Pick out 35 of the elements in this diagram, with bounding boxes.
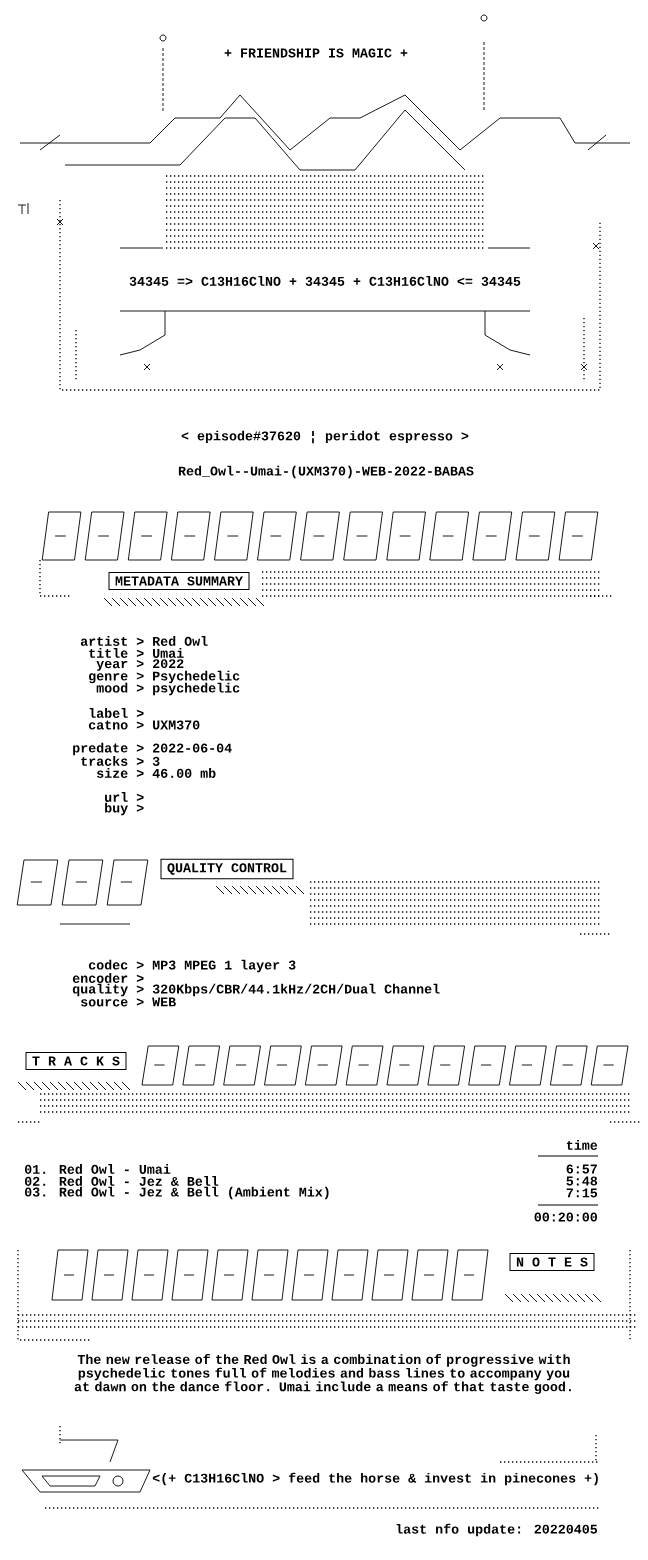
metadata-line: quality > 320Kbps/CBR/44.1kHz/2CH/Dual Channel — [72, 983, 440, 997]
track-title: 01. Red Owl - Umai — [24, 1164, 171, 1174]
metadata-line: predate > 2022-06-04 — [73, 742, 232, 756]
metadata-line: label > — [89, 708, 144, 718]
metadata-line: artist > Red Owl — [80, 636, 208, 646]
update-date: last nfo update: 20220405 — [396, 1523, 598, 1537]
metadata-line: catno > UXM370 — [88, 720, 200, 730]
metadata-line: mood > psychedelic — [96, 682, 240, 696]
track-time: 5:48 — [566, 1176, 598, 1186]
section-title-box: T R A C K S — [25, 1052, 127, 1071]
track-time: 6:57 — [566, 1164, 597, 1174]
metadata-line: url > — [105, 792, 144, 802]
notes-paragraph: The new release of the Red Owl is a combination of progressive with psychedelic tones full of melodies and bass lines to accompany you at dawn on the dance floor. Umai include a means of that taste good. — [74, 1354, 571, 1394]
metadata-line: title > Umai — [89, 648, 184, 658]
section-title-box: METADATA SUMMARY — [108, 572, 250, 591]
metadata-line: buy > — [105, 802, 144, 816]
metadata-line: genre > Psychedelic — [89, 670, 240, 684]
track-title: 03. Red Owl - Jez & Bell (Ambient Mix) — [24, 1186, 329, 1200]
metadata-line: encoder > — [72, 973, 144, 983]
column-header: time — [566, 1140, 598, 1150]
metadata-line: year > 2022 — [96, 659, 184, 671]
episode-text: < episode#37620 ¦ peridot espresso > — [181, 430, 469, 444]
footer-text: <(+ C13H16ClNO > feed the horse & invest in pinecones +) — [152, 1472, 598, 1486]
metadata-line: tracks > 3 — [81, 756, 160, 766]
release-name: Red_Owl--Umai-(UXM370)-WEB-2022-BABAS — [178, 465, 474, 479]
metadata-line: codec > MP3 MPEG 1 layer 3 — [88, 959, 296, 973]
metadata-line: size > 46.00 mb — [97, 768, 216, 778]
track-title: 02. Red Owl - Jez & Bell — [24, 1176, 219, 1186]
section-title-box: N O T E S — [509, 1253, 595, 1272]
track-time: 7:15 — [566, 1188, 598, 1198]
section-title-box: QUALITY CONTROL — [160, 858, 294, 880]
total-time: 00:20:00 — [534, 1212, 598, 1222]
heading-text: + FRIENDSHIP IS MAGIC + — [224, 48, 408, 58]
metadata-line: source > WEB — [81, 997, 176, 1007]
formula-text: 34345 => C13H16ClNO + 34345 + C13H16ClNO <= 34345 — [129, 276, 521, 286]
